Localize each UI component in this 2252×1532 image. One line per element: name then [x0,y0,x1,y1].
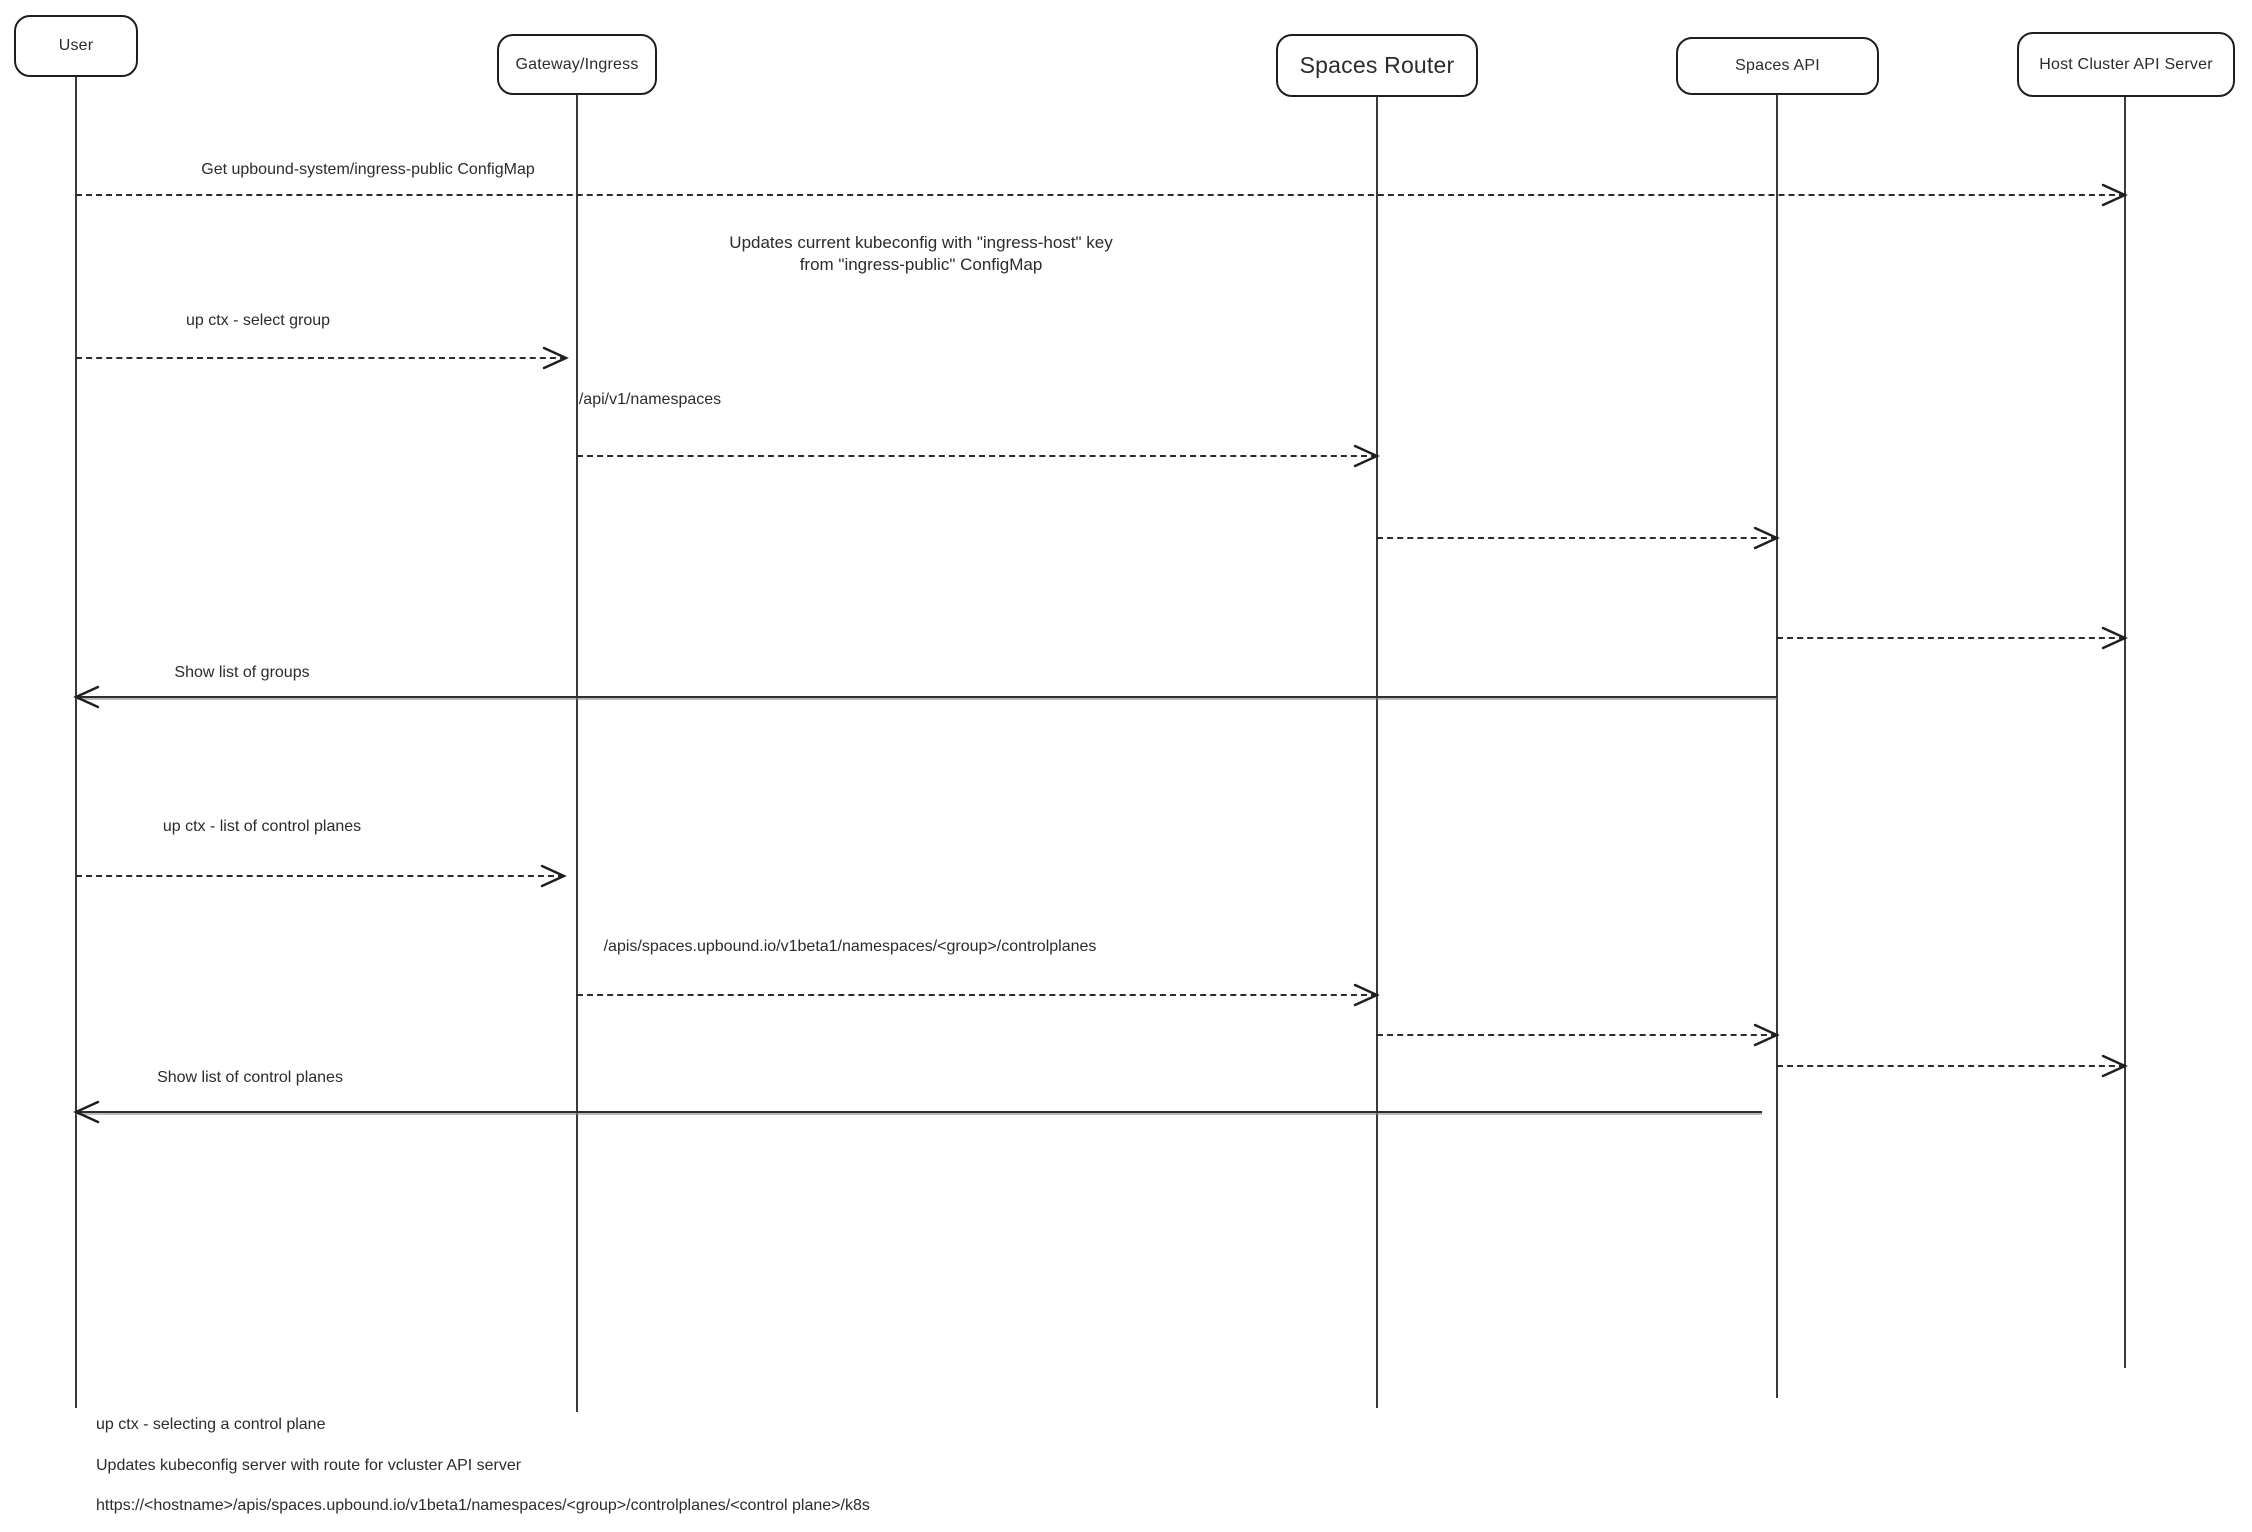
arrowhead-right-icon [2099,1052,2129,1080]
message-line-apis-spaces-controlplanes [577,994,1377,996]
arrowhead-right-icon [1351,442,1381,470]
message-line-show-list-of-control-planes [76,1111,1762,1113]
actor-label-spaces-api: Spaces API [1735,57,1820,74]
arrowhead-left-icon [72,683,102,711]
actor-box-user: User [14,15,138,77]
actor-box-gateway-ingress: Gateway/Ingress [497,34,657,95]
message-line-api-to-host-1 [1777,637,2125,639]
lifeline-host-cluster-api-server [2124,97,2126,1368]
arrowhead-right-icon [1351,981,1381,1009]
arrowhead-right-icon [2099,624,2129,652]
note-line-2: from "ingress-public" ConfigMap [799,255,1043,274]
actor-label-spaces-router: Spaces Router [1299,52,1455,78]
footnote-3: https://<hostname>/apis/spaces.upbound.i… [96,1497,870,1514]
message-label-api-v1-namespaces: /api/v1/namespaces [578,391,722,408]
message-label-show-list-of-groups: Show list of groups [174,664,310,681]
message-line-api-to-host-2 [1777,1065,2125,1067]
message-line-router-to-api-1 [1377,537,1777,539]
lifeline-spaces-router [1376,97,1378,1408]
message-label-apis-spaces-controlplanes: /apis/spaces.upbound.io/v1beta1/namespac… [603,938,1097,955]
actor-label-gateway-ingress: Gateway/Ingress [515,55,639,73]
arrowhead-right-icon [538,862,568,890]
message-line-up-ctx-select-group [76,357,566,359]
actor-box-spaces-api: Spaces API [1676,37,1879,95]
actor-label-user: User [58,37,94,54]
lifeline-spaces-api [1776,95,1778,1398]
lifeline-user [75,77,77,1408]
note-line-1: Updates current kubeconfig with "ingress… [729,233,1113,252]
message-line-show-list-of-groups [76,696,1777,698]
arrowhead-left-icon [72,1098,102,1126]
message-label-show-list-of-control-planes: Show list of control planes [157,1069,343,1086]
message-label-up-ctx-list-control-planes: up ctx - list of control planes [162,818,362,835]
lifeline-gateway-ingress [576,95,578,1412]
footnote-1: up ctx - selecting a control plane [96,1416,326,1433]
message-label-get-configmap: Get upbound-system/ingress-public Config… [201,161,535,178]
arrowhead-right-icon [540,344,570,372]
actor-label-host-cluster-api-server: Host Cluster API Server [2039,55,2213,73]
actor-box-spaces-router: Spaces Router [1276,34,1478,97]
arrowhead-right-icon [1751,1021,1781,1049]
message-line-router-to-api-2 [1377,1034,1777,1036]
actor-box-host-cluster-api-server: Host Cluster API Server [2017,32,2235,97]
note-text: Updates current kubeconfig with "ingress… [729,232,1112,276]
message-line-up-ctx-list-control-planes [76,875,564,877]
message-line-api-v1-namespaces [577,455,1377,457]
arrowhead-right-icon [1751,524,1781,552]
message-label-up-ctx-select-group: up ctx - select group [185,312,331,329]
message-line-get-configmap [76,194,2125,196]
arrowhead-right-icon [2099,181,2129,209]
footnote-2: Updates kubeconfig server with route for… [96,1457,522,1474]
